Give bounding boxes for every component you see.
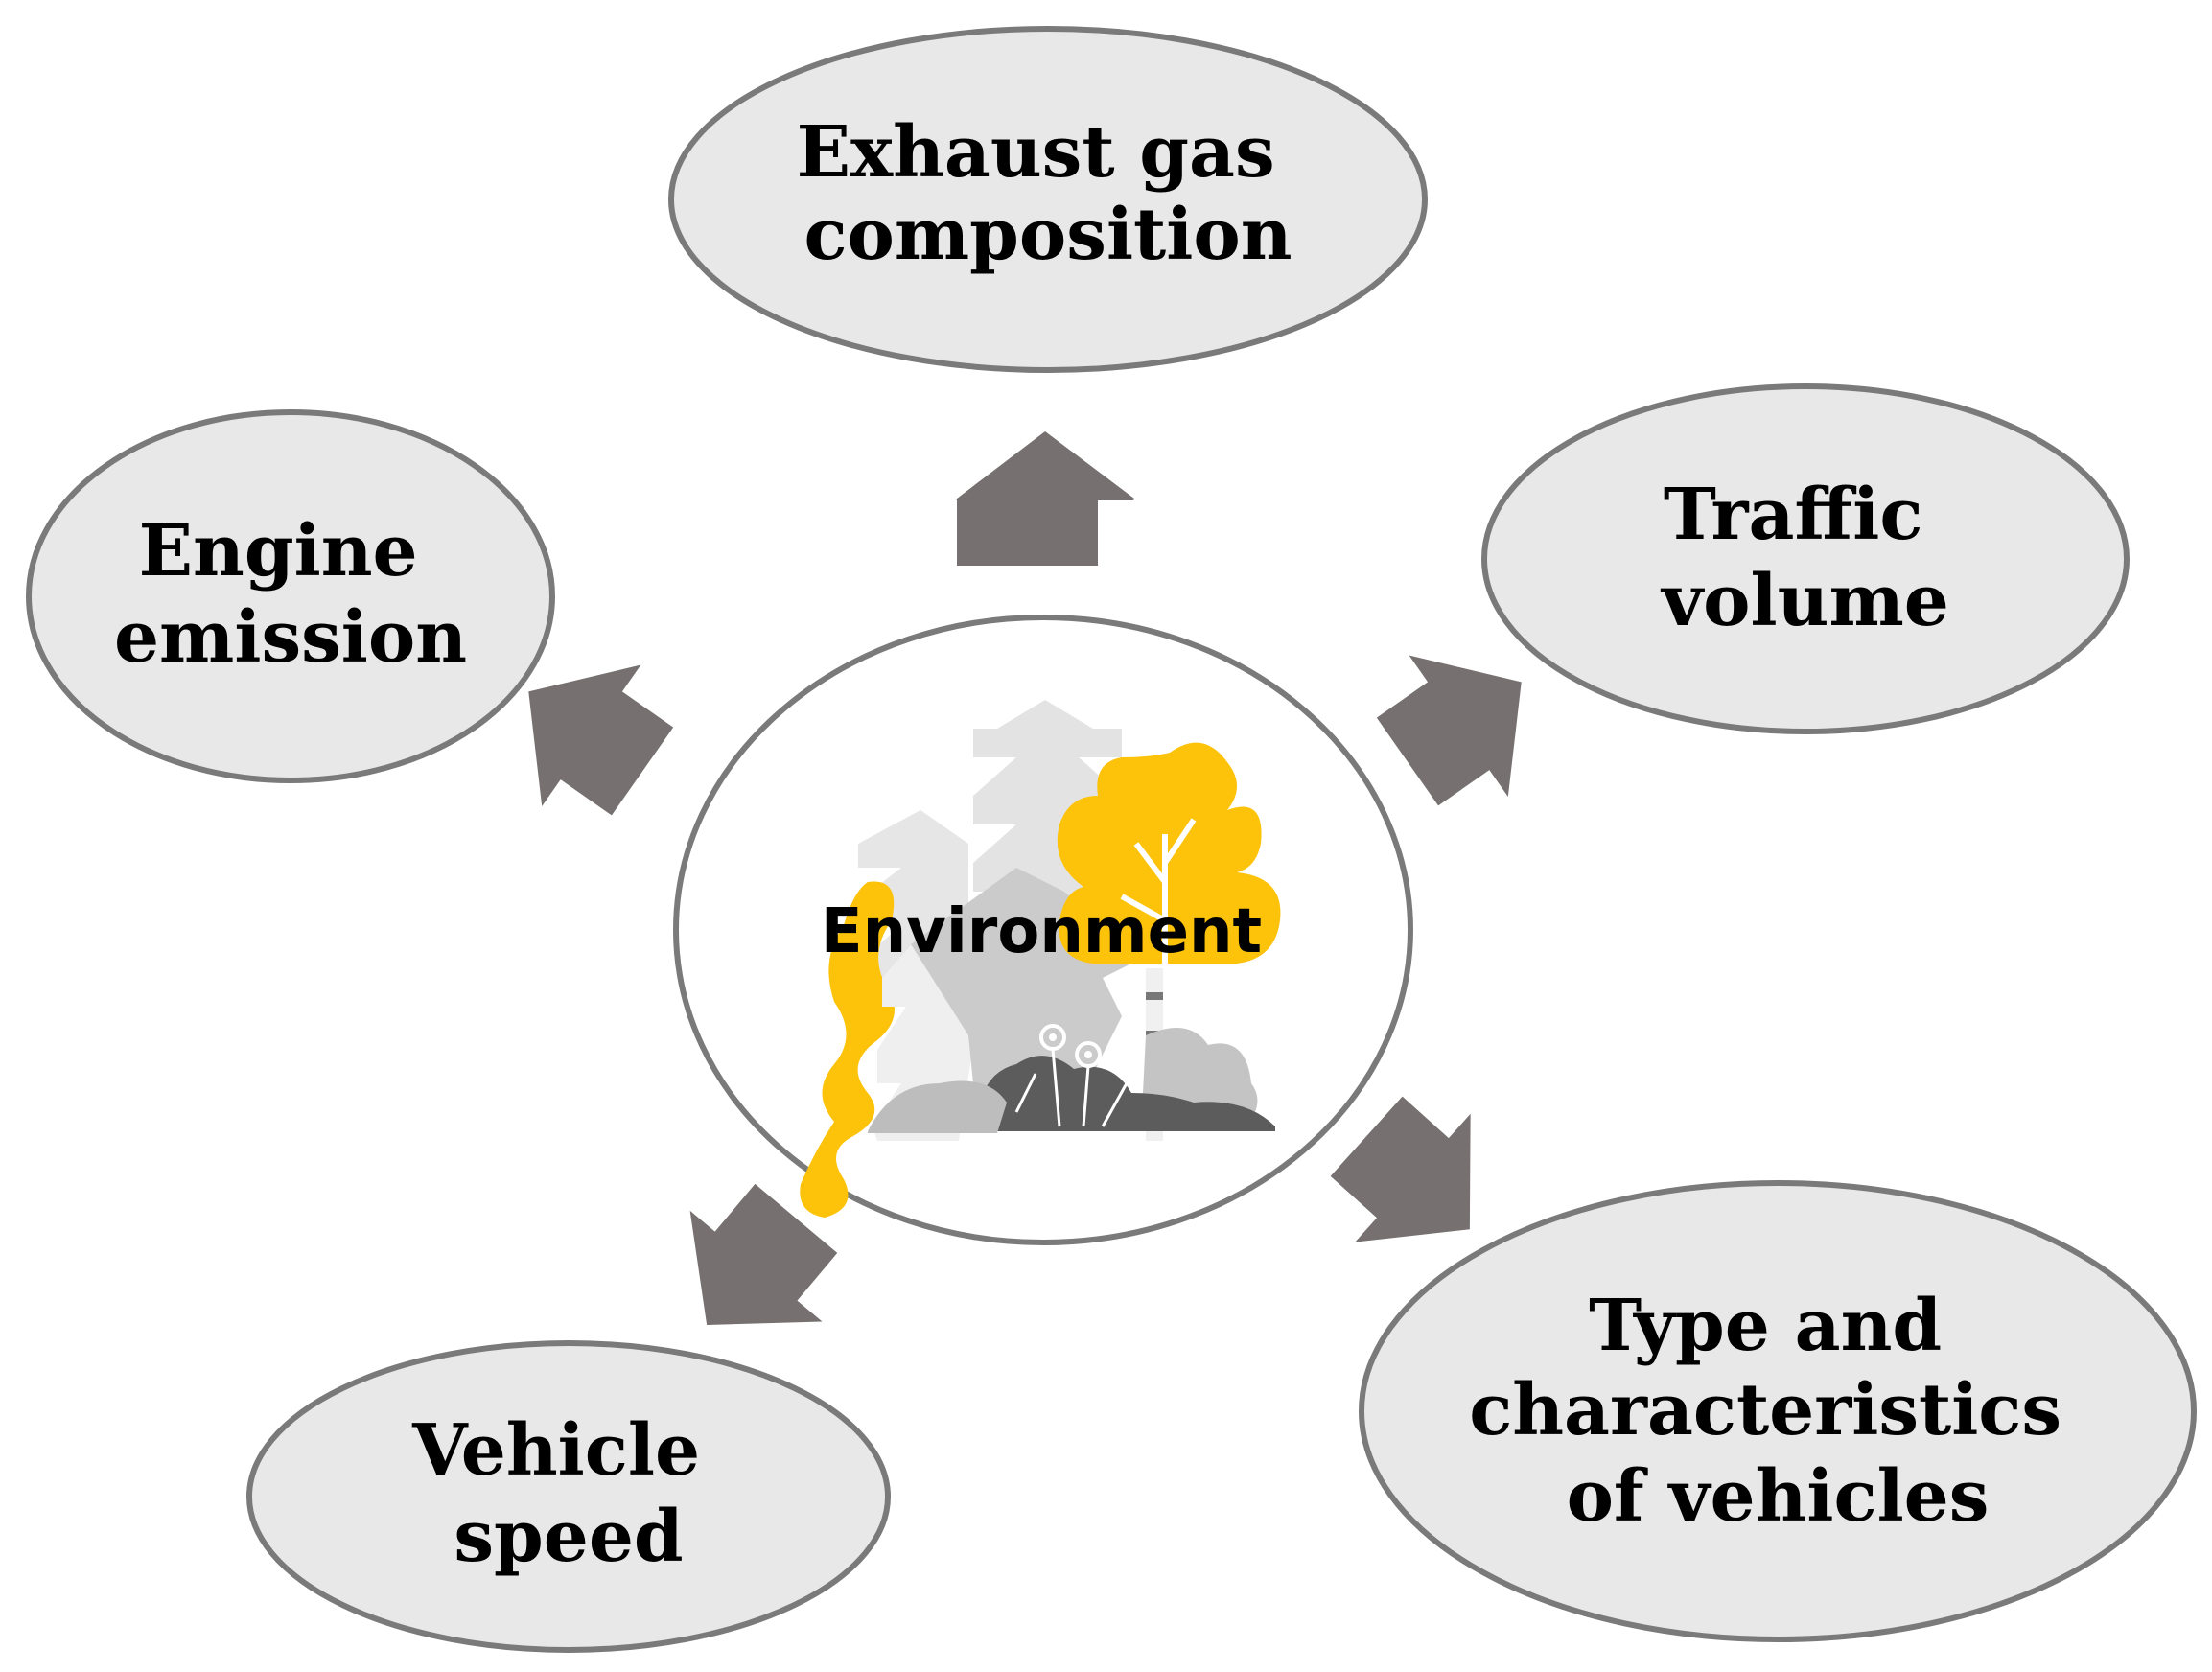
node-exhaust-line-1: Exhaust gas bbox=[797, 111, 1275, 194]
node-engine-line-1: Engine bbox=[139, 510, 418, 592]
forest-illustration-icon bbox=[800, 700, 1281, 1218]
arrow-to-exhaust-tip bbox=[994, 499, 1098, 566]
node-type-and-characteristics: Type and characteristics of vehicles bbox=[1359, 1180, 2197, 1642]
node-speed-line-1: Vehicle bbox=[411, 1409, 700, 1492]
arrow-to-exhaust-head bbox=[956, 433, 1134, 500]
svg-text:Vehicle speed: Vehicle speed bbox=[411, 1409, 725, 1578]
node-type-line-3: of vehicles bbox=[1567, 1455, 1990, 1538]
node-traffic-line-2: volume bbox=[1660, 560, 1949, 642]
node-traffic-line-1: Traffic bbox=[1664, 474, 1923, 556]
node-vehicle-speed: Vehicle speed bbox=[246, 1340, 891, 1653]
node-exhaust-line-2: composition bbox=[803, 194, 1292, 276]
node-engine-line-2: emission bbox=[114, 596, 467, 679]
node-engine-emission: Engine emission bbox=[26, 409, 555, 783]
arrow-to-type bbox=[1330, 1096, 1471, 1242]
svg-text:Exhaust gas composition: Exhaust gas composition bbox=[797, 111, 1300, 276]
svg-text:Engine emission: Engine emission bbox=[114, 510, 467, 679]
svg-text:Traffic volume: Traffic volume bbox=[1660, 474, 1949, 642]
svg-text:Type and characteristics: Type and characteristics of vehicles bbox=[1469, 1285, 2086, 1538]
node-speed-line-2: speed bbox=[454, 1496, 683, 1578]
arrow-to-engine bbox=[528, 664, 674, 816]
node-exhaust-gas-composition: Exhaust gas composition bbox=[668, 26, 1428, 373]
arrow-to-traffic bbox=[1376, 655, 1522, 806]
node-type-line-1: Type and bbox=[1589, 1285, 1942, 1367]
node-type-line-2: characteristics bbox=[1469, 1369, 2061, 1451]
arrow-to-speed bbox=[689, 1183, 838, 1325]
center-label: Environment bbox=[821, 896, 1262, 967]
node-traffic-volume: Traffic volume bbox=[1481, 383, 2130, 734]
